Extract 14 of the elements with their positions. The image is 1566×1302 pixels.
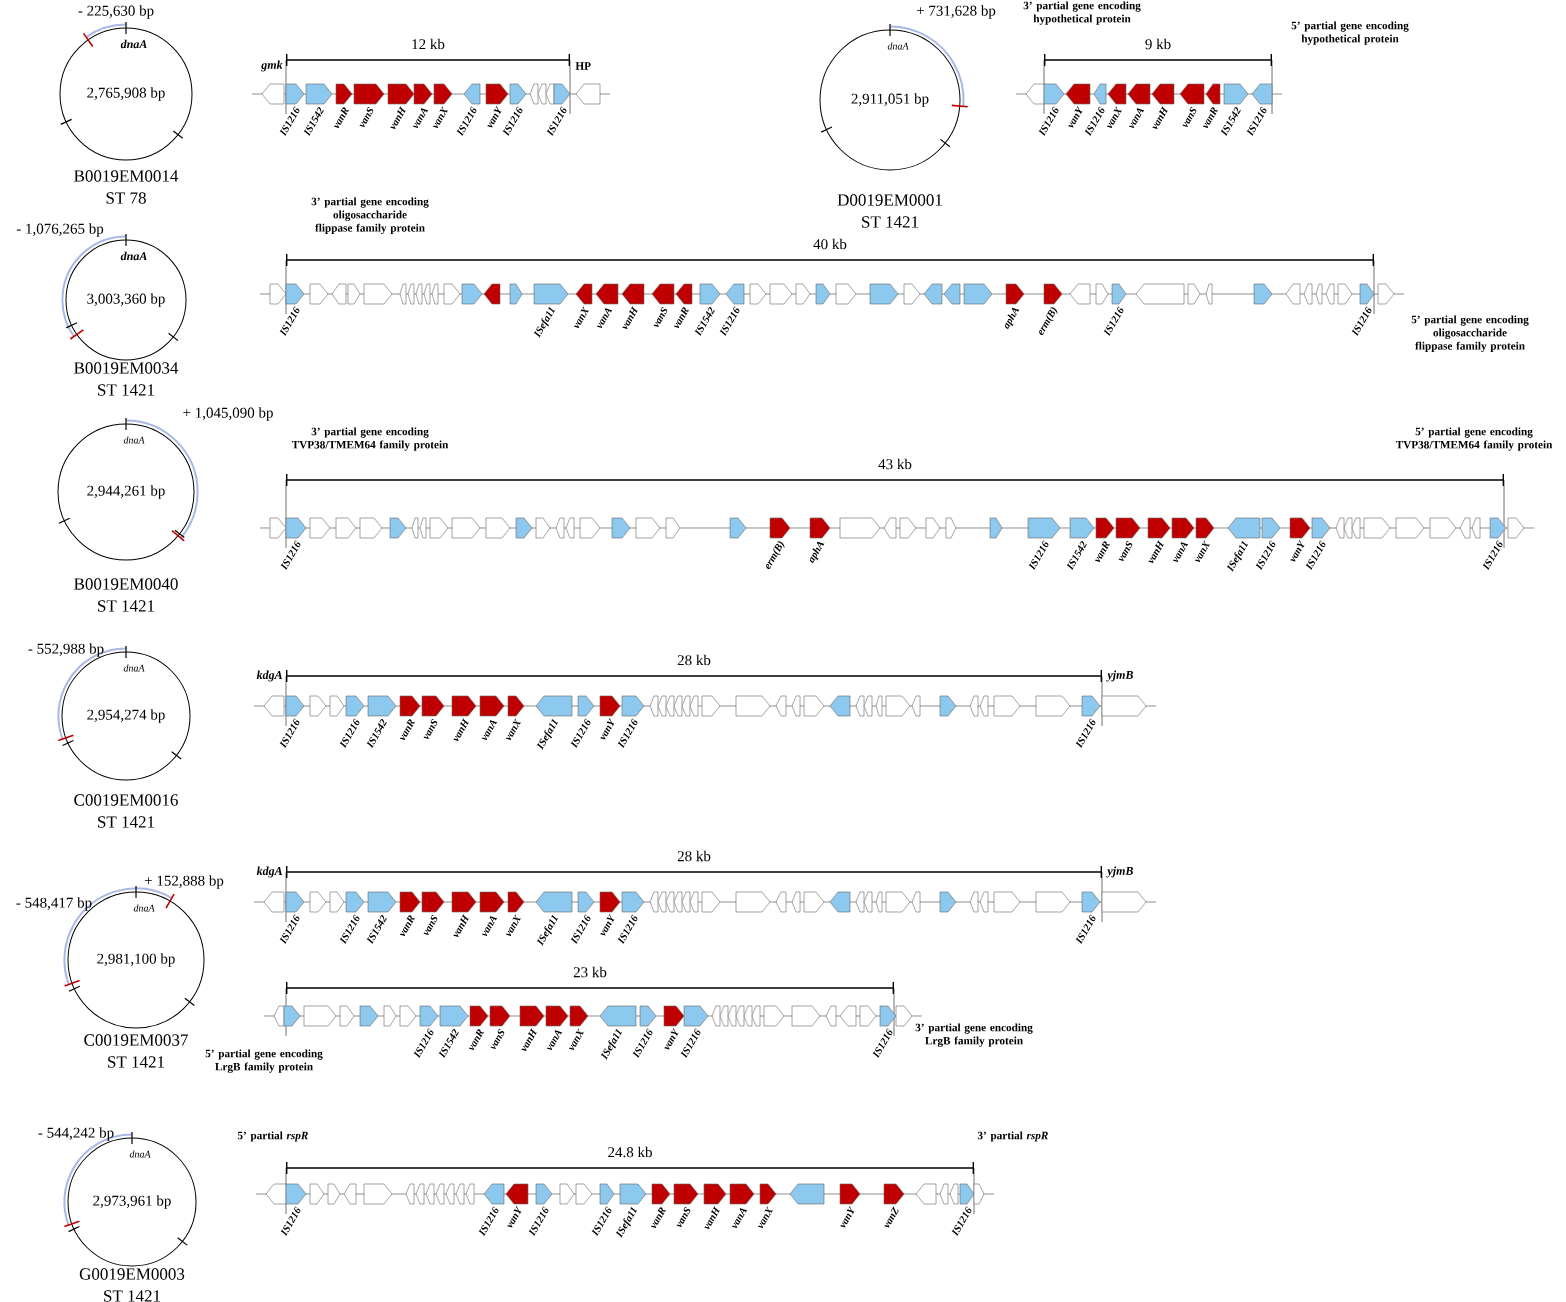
strain-label: C0019EM0016 — [74, 794, 178, 806]
strain-label: B0019EM0040 — [74, 578, 178, 590]
sequence-type-label: ST 1421 — [98, 600, 154, 612]
strain-label: C0019EM0037 — [84, 1034, 188, 1046]
sequence-type-label: ST 1421 — [104, 1290, 160, 1302]
strain-label: B0019EM0014 — [74, 170, 179, 182]
strain-label: D0019EM0001 — [837, 194, 942, 206]
sequence-type-label: ST 1421 — [98, 816, 154, 828]
sequence-type-label: ST 1421 — [108, 1056, 164, 1068]
sequence-type-label: ST 1421 — [862, 216, 919, 228]
sequence-type-label: ST 78 — [106, 192, 146, 204]
sequence-type-label: ST 1421 — [98, 384, 154, 396]
strain-label: G0019EM0003 — [79, 1268, 185, 1280]
strain-label: B0019EM0034 — [74, 362, 179, 374]
